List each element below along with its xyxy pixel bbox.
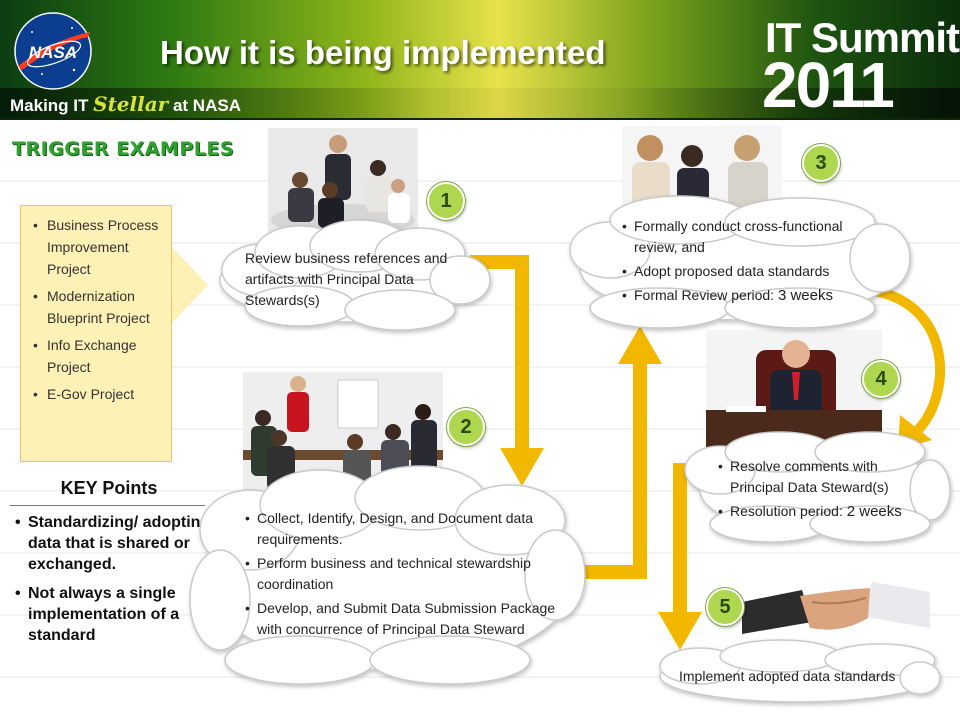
- step-3-badge: 3: [802, 144, 840, 182]
- arrow-3-to-4: [867, 285, 946, 434]
- step-3-period-label: Formal Review period:: [634, 287, 775, 303]
- tagline-prefix: Making IT: [10, 96, 94, 115]
- step-3-list: Formally conduct cross-functional review…: [620, 216, 872, 309]
- header-divider: [0, 118, 960, 120]
- key-points-list: Standardizing/ adopting data that is sha…: [12, 512, 216, 654]
- page-title: How it is being implemented: [160, 34, 606, 71]
- step-3-item: Adopt proposed data standards: [622, 261, 872, 282]
- trigger-box: Business Process Improvement Project Mod…: [20, 205, 172, 462]
- tagline-stellar: Stellar: [93, 92, 169, 116]
- step-4-item: Resolution period: 2 weeks: [718, 501, 926, 522]
- step-5-badge: 5: [706, 588, 744, 626]
- trigger-item: Modernization Blueprint Project: [33, 285, 167, 329]
- summit-year: 2011: [762, 49, 895, 121]
- step-2-badge: 2: [447, 408, 485, 446]
- arrow-2-to-3: [560, 360, 647, 579]
- key-point: Standardizing/ adopting data that is sha…: [15, 512, 216, 575]
- arrow-1-to-2: [470, 255, 529, 452]
- step-2-list: Collect, Identify, Design, and Document …: [243, 508, 565, 643]
- step-4-list: Resolve comments with Principal Data Ste…: [716, 456, 926, 525]
- key-points-heading: KEY Points: [60, 478, 158, 498]
- step-2-item: Develop, and Submit Data Submission Pack…: [245, 598, 565, 640]
- step-4-period-value: 2 weeks: [846, 503, 902, 520]
- step-4-period-label: Resolution period:: [730, 503, 843, 519]
- summit-title: IT Summit: [765, 14, 960, 61]
- step-5-text: Implement adopted data standards: [679, 668, 896, 684]
- step-4-item: Resolve comments with Principal Data Ste…: [718, 456, 926, 498]
- step-4-badge: 4: [862, 360, 900, 398]
- trigger-item: E-Gov Project: [33, 383, 167, 405]
- step-2-item: Perform business and technical stewardsh…: [245, 553, 565, 595]
- step-1-badge: 1: [427, 182, 465, 220]
- step-3-period-value: 3 weeks: [777, 287, 833, 304]
- trigger-item: Business Process Improvement Project: [33, 214, 167, 280]
- tagline: Making IT Stellar at NASA: [10, 92, 241, 116]
- nasa-logo-icon: NASA: [14, 12, 92, 90]
- arrow-4-to-5-head: [658, 612, 702, 650]
- key-points-divider: [10, 505, 205, 506]
- man-on-phone-photo-icon: [706, 330, 882, 448]
- step-2-item: Collect, Identify, Design, and Document …: [245, 508, 565, 550]
- key-point: Not always a single implementation of a …: [15, 583, 216, 646]
- step-3-item: Formal Review period: 3 weeks: [622, 285, 872, 306]
- trigger-box-pointer: [170, 245, 208, 325]
- step-1-text: Review business references and artifacts…: [245, 250, 448, 308]
- arrow-2-to-3-head: [618, 326, 662, 364]
- cloud-step-1: [219, 219, 491, 331]
- nasa-logo-text: NASA: [29, 43, 77, 62]
- cloud-step-5: [659, 639, 941, 703]
- tagline-suffix: at NASA: [168, 96, 241, 115]
- step-3-item: Formally conduct cross-functional review…: [622, 216, 872, 258]
- trigger-item: Info Exchange Project: [33, 334, 167, 378]
- header-shade: [0, 88, 960, 118]
- trigger-heading: TRIGGER EXAMPLES: [12, 138, 235, 160]
- arrow-1-to-2-head: [500, 448, 544, 486]
